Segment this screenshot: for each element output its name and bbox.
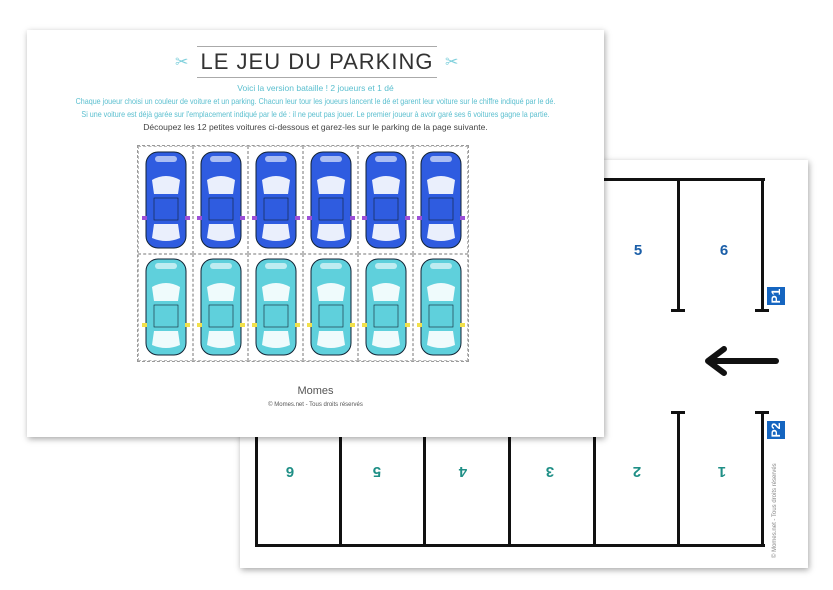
page-title: LE JEU DU PARKING bbox=[197, 46, 437, 78]
worksheet-page: ✂ ✂ LE JEU DU PARKING Voici la version b… bbox=[27, 30, 604, 437]
parking-line bbox=[339, 430, 342, 547]
copyright: © Momes.net - Tous droits réservés bbox=[268, 402, 363, 408]
car-icon bbox=[251, 258, 300, 356]
parking-line bbox=[604, 178, 765, 181]
spot-number: 1 bbox=[717, 463, 727, 480]
parking-line bbox=[761, 178, 764, 310]
player1-badge: P1 bbox=[767, 287, 785, 305]
car-icon bbox=[361, 258, 410, 356]
intro-text: Voici la version bataille ! 2 joueurs et… bbox=[237, 83, 394, 93]
car-icon bbox=[196, 258, 245, 356]
scissors-icon: ✂ bbox=[175, 54, 189, 71]
car-cutout-player1 bbox=[358, 146, 413, 254]
rule-text: Chaque joueur choisi un couleur de voitu… bbox=[75, 96, 556, 106]
parking-line bbox=[761, 412, 764, 547]
car-icon bbox=[141, 258, 190, 356]
spot-number: 6 bbox=[285, 463, 295, 480]
spot-number: 4 bbox=[458, 463, 468, 480]
car-icon bbox=[416, 151, 465, 249]
spot-number: 6 bbox=[719, 242, 729, 259]
spot-number: 5 bbox=[633, 242, 643, 259]
car-icon bbox=[251, 151, 300, 249]
car-cutout-player2 bbox=[303, 253, 358, 361]
scissors-icon: ✂ bbox=[445, 54, 459, 71]
instruction-text: Découpez les 12 petites voitures ci-dess… bbox=[143, 122, 488, 132]
car-cutout-player1 bbox=[193, 146, 248, 254]
rule-text: Si une voiture est déjà garée sur l'empl… bbox=[81, 109, 550, 119]
parking-line bbox=[755, 309, 769, 312]
parking-line bbox=[677, 412, 680, 547]
car-cutout-player2 bbox=[358, 253, 413, 361]
parking-line bbox=[677, 178, 680, 310]
car-cutout-player2 bbox=[138, 253, 193, 361]
car-cutout-player2 bbox=[248, 253, 303, 361]
car-icon bbox=[416, 258, 465, 356]
car-cutout-player1 bbox=[138, 146, 193, 254]
car-cutout-player1 bbox=[413, 146, 468, 254]
car-cutout-player1 bbox=[303, 146, 358, 254]
spot-number: 3 bbox=[545, 463, 555, 480]
spot-number: 5 bbox=[372, 463, 382, 480]
parking-line bbox=[755, 411, 769, 414]
car-icon bbox=[141, 151, 190, 249]
parking-line bbox=[671, 411, 685, 414]
car-icon bbox=[306, 151, 355, 249]
car-cutout-player1 bbox=[248, 146, 303, 254]
car-icon bbox=[306, 258, 355, 356]
parking-line bbox=[508, 430, 511, 547]
momes-logo: Momes bbox=[297, 385, 334, 397]
parking-line bbox=[255, 430, 258, 547]
arrow-left-icon bbox=[705, 346, 779, 376]
parking-copyright: © Momes.net - Tous droits réservés bbox=[772, 463, 778, 558]
car-cutout-player2 bbox=[193, 253, 248, 361]
parking-line bbox=[671, 309, 685, 312]
parking-line bbox=[593, 430, 596, 547]
car-icon bbox=[196, 151, 245, 249]
spot-number: 2 bbox=[632, 463, 642, 480]
car-cutout-grid bbox=[137, 145, 469, 362]
player2-badge: P2 bbox=[767, 421, 785, 439]
car-icon bbox=[361, 151, 410, 249]
parking-line bbox=[423, 430, 426, 547]
car-cutout-player2 bbox=[413, 253, 468, 361]
